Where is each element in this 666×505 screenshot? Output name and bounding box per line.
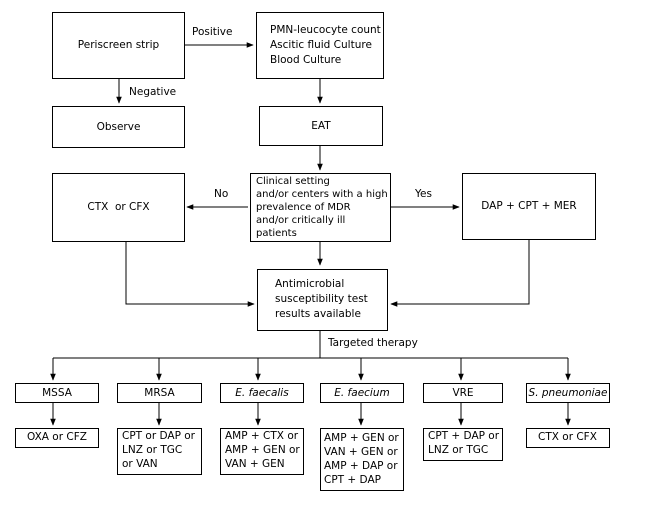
organism-mrsa: MRSA bbox=[117, 383, 202, 403]
periscreen-box: Periscreen strip bbox=[52, 12, 185, 79]
susceptibility-box: Antimicrobial susceptibility test result… bbox=[257, 269, 388, 331]
therapy-vre: CPT + DAP or LNZ or TGC bbox=[423, 428, 503, 461]
eat-box: EAT bbox=[259, 106, 383, 146]
yes-branch-label: DAP + CPT + MER bbox=[481, 200, 577, 212]
therapy-line: AMP + DAP or bbox=[324, 460, 398, 472]
therapy-mssa: OXA or CFZ bbox=[15, 428, 99, 448]
eat-label: EAT bbox=[311, 119, 331, 132]
therapy-line: CPT + DAP bbox=[324, 474, 381, 486]
susceptibility-line-1: Antimicrobial bbox=[275, 278, 345, 290]
therapy-line: OXA or CFZ bbox=[27, 431, 87, 443]
organism-e-faecium: E. faecium bbox=[320, 383, 404, 403]
tests-line-2: Ascitic fluid Culture bbox=[270, 39, 372, 51]
therapy-line: CPT + DAP or bbox=[428, 430, 500, 442]
label-no: No bbox=[214, 188, 229, 200]
therapy-line: CPT or DAP or bbox=[122, 430, 195, 442]
therapy-e-faecalis: AMP + CTX or AMP + GEN or VAN + GEN bbox=[220, 428, 304, 475]
therapy-mrsa: CPT or DAP or LNZ or TGC or VAN bbox=[117, 428, 202, 475]
label-yes: Yes bbox=[415, 188, 432, 200]
organism-e-faecalis: E. faecalis bbox=[220, 383, 304, 403]
therapy-line: AMP + GEN or bbox=[225, 444, 300, 456]
tests-line-1: PMN-leucocyte count bbox=[270, 24, 381, 36]
clinical-line-4: and/or critically ill bbox=[256, 215, 346, 226]
organism-vre: VRE bbox=[423, 383, 503, 403]
clinical-line-1: Clinical setting bbox=[256, 176, 330, 187]
organism-label: E. faecium bbox=[334, 386, 390, 399]
label-negative: Negative bbox=[129, 86, 177, 98]
no-branch-label: CTX or CFX bbox=[87, 201, 150, 213]
organism-s-pneumoniae: S. pneumoniae bbox=[526, 383, 610, 403]
organism-label: MRSA bbox=[144, 386, 175, 399]
observe-label: Observe bbox=[96, 120, 141, 133]
tests-box: PMN-leucocyte count Ascitic fluid Cultur… bbox=[256, 12, 384, 79]
organism-label: VRE bbox=[452, 386, 474, 399]
yes-branch-box: DAP + CPT + MER bbox=[462, 173, 596, 240]
clinical-line-2: and/or centers with a high bbox=[256, 189, 388, 200]
therapy-line: LNZ or TGC bbox=[428, 444, 489, 456]
label-positive: Positive bbox=[192, 26, 233, 38]
organism-label: MSSA bbox=[42, 386, 72, 399]
clinical-line-5: patients bbox=[256, 228, 297, 239]
label-targeted-therapy: Targeted therapy bbox=[328, 337, 418, 349]
therapy-e-faecium: AMP + GEN or VAN + GEN or AMP + DAP or C… bbox=[320, 428, 404, 491]
arrow-yes-susceptibility bbox=[390, 240, 530, 307]
therapy-line: VAN + GEN or bbox=[324, 446, 398, 458]
therapy-line: or VAN bbox=[122, 458, 158, 470]
clinical-line-3: prevalence of MDR bbox=[256, 202, 351, 213]
therapy-line: VAN + GEN bbox=[225, 458, 285, 470]
clinical-setting-box: Clinical setting and/or centers with a h… bbox=[250, 173, 391, 242]
observe-box: Observe bbox=[52, 106, 185, 148]
susceptibility-line-3: results available bbox=[275, 308, 361, 320]
organism-mssa: MSSA bbox=[15, 383, 99, 403]
therapy-line: CTX or CFX bbox=[538, 431, 597, 443]
therapy-line: AMP + GEN or bbox=[324, 432, 399, 444]
organism-label: E. faecalis bbox=[235, 386, 289, 399]
periscreen-label: Periscreen strip bbox=[77, 39, 160, 51]
therapy-line: AMP + CTX or bbox=[225, 430, 299, 442]
no-branch-box: CTX or CFX bbox=[52, 173, 185, 242]
therapy-s-pneumoniae: CTX or CFX bbox=[526, 428, 610, 448]
therapy-line: LNZ or TGC bbox=[122, 444, 183, 456]
arrow-no-susceptibility bbox=[125, 242, 255, 307]
tests-line-3: Blood Culture bbox=[270, 54, 342, 66]
susceptibility-line-2: susceptibility test bbox=[275, 293, 368, 305]
organism-label: S. pneumoniae bbox=[528, 386, 608, 399]
